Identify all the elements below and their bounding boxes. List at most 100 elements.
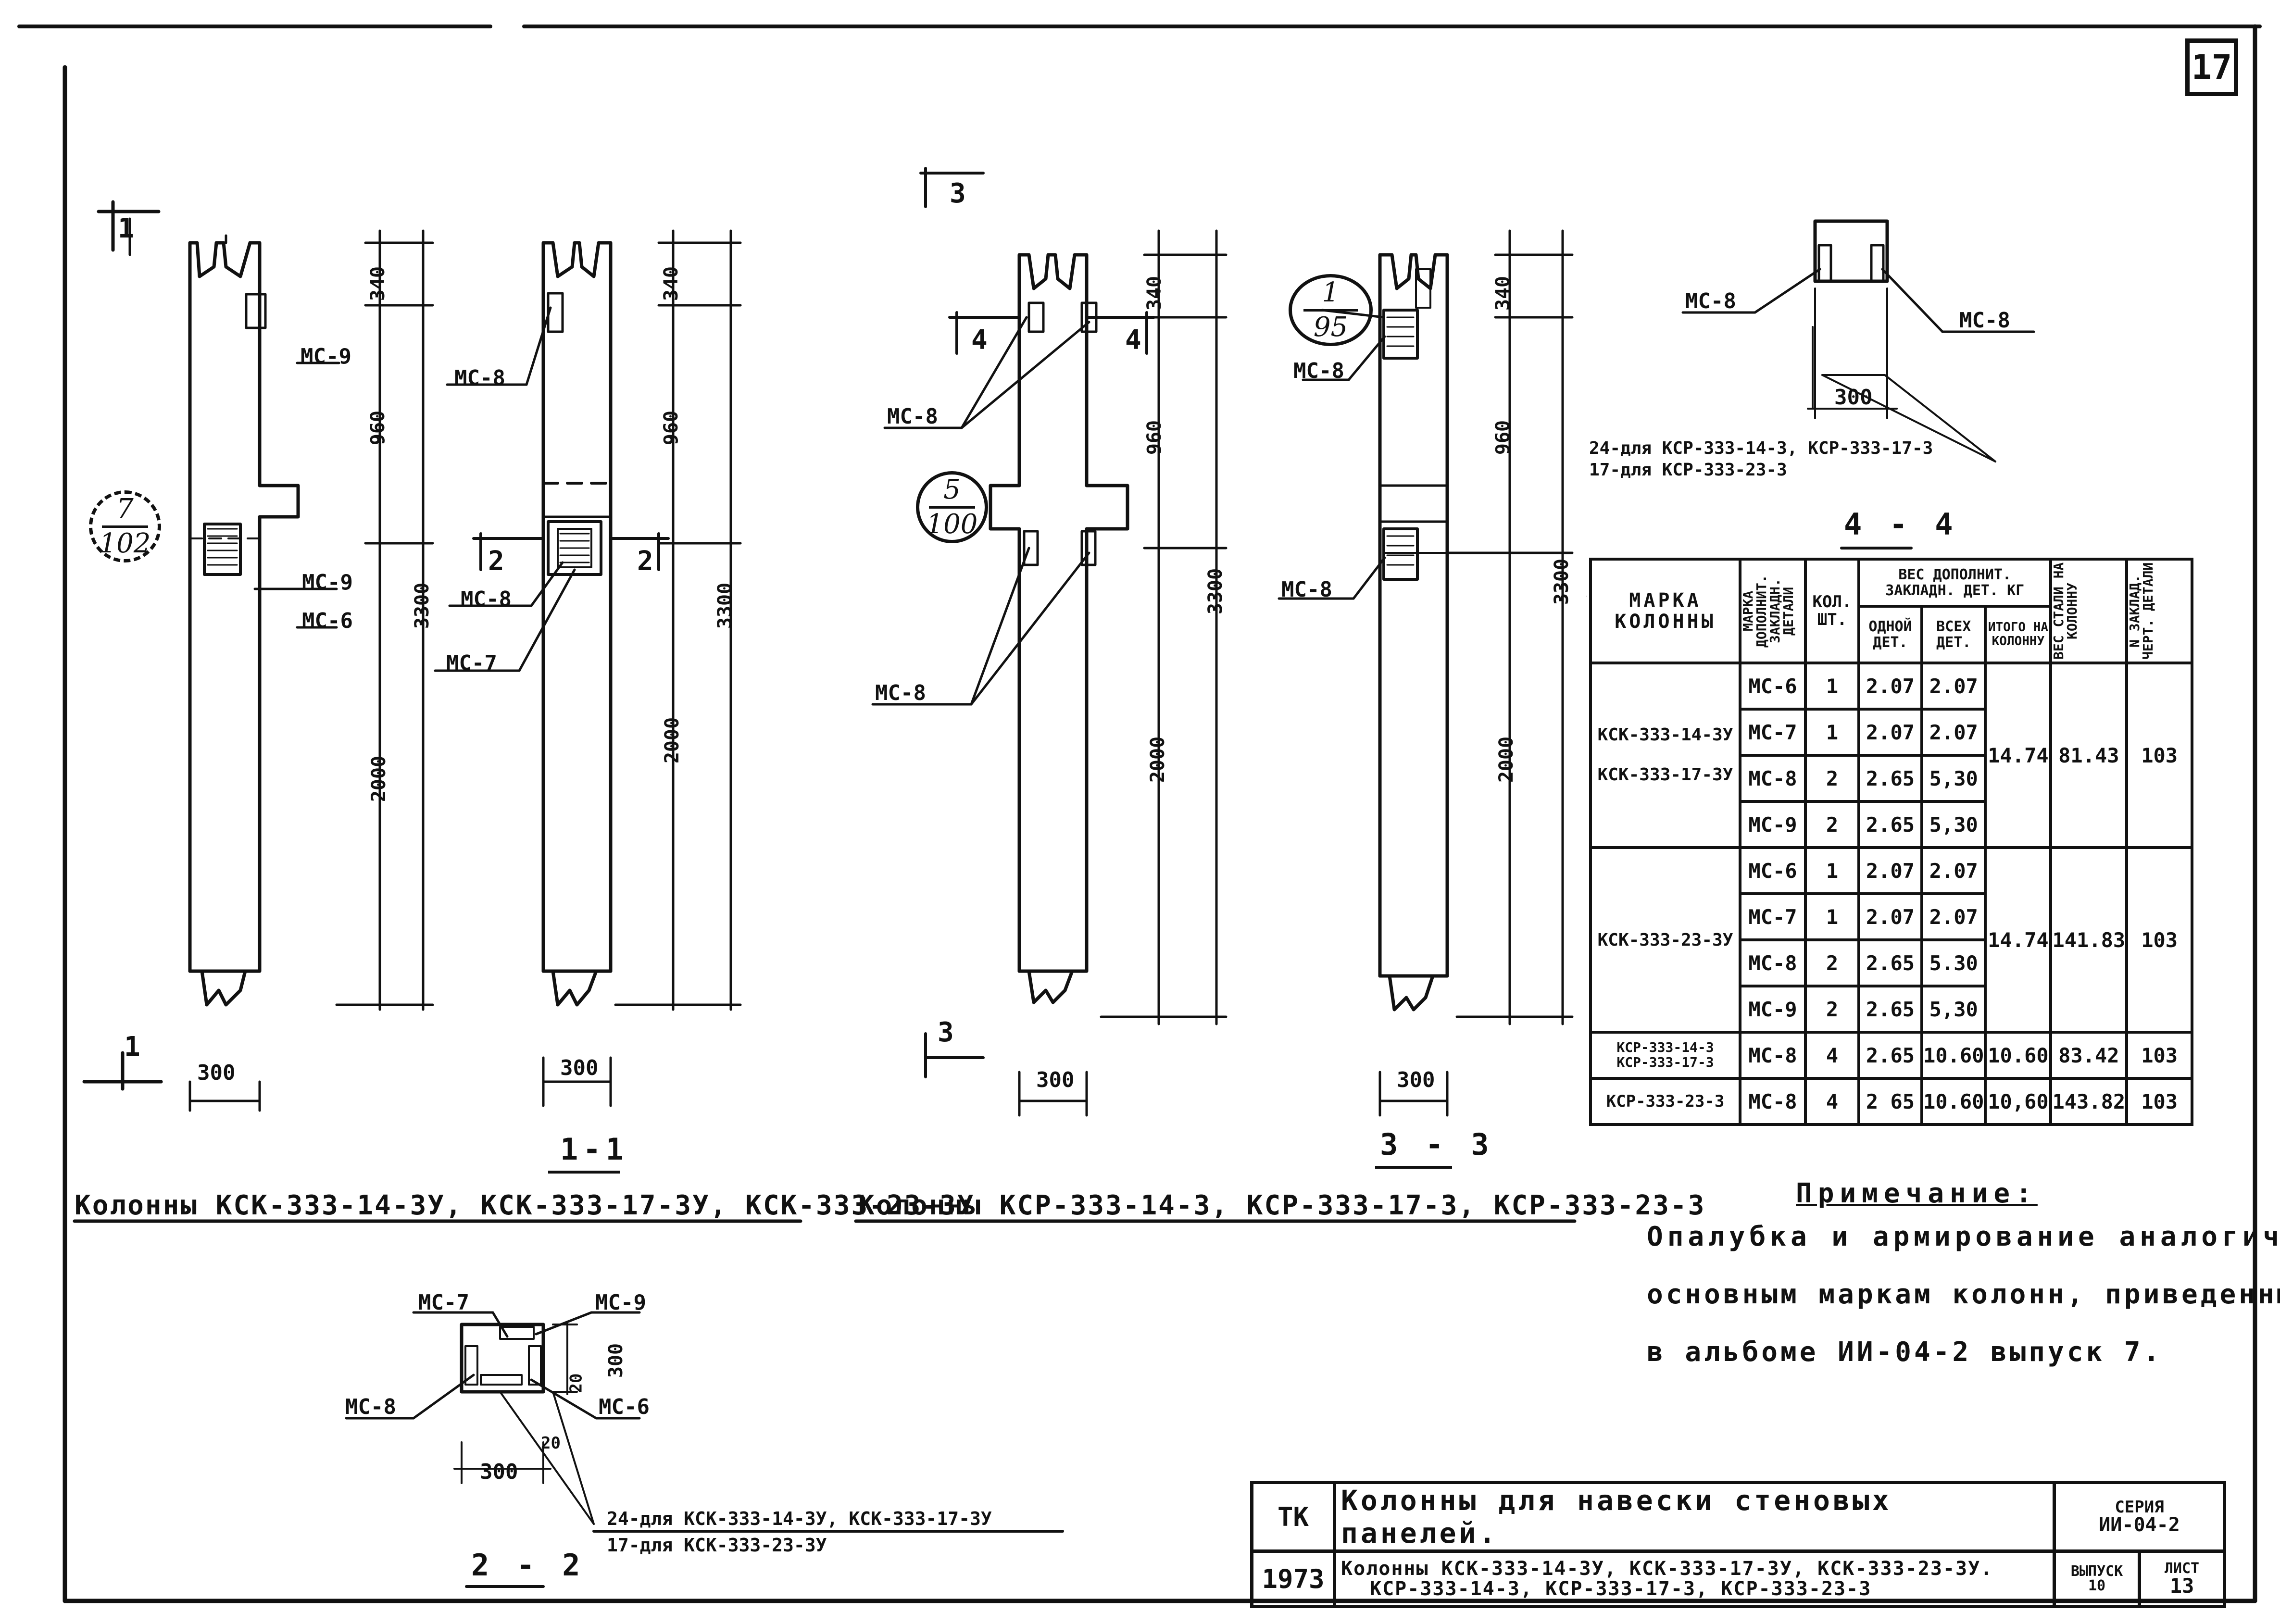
note-4-4-line2: 17-для КСР-333-23-3 [1589,460,1787,480]
note-line-3: в альбоме ИИ-04-2 выпуск 7. [1647,1337,2163,1368]
dim-300-b: 300 [560,1056,599,1080]
dim-3300-d: 3300 [1551,558,1573,605]
header-qty: КОЛ. ШТ. [1804,558,1860,664]
cut-3-bottom-mark: 3 [938,1017,955,1048]
note-2-2-line1: 24-для КСК-333-14-3У, КСК-333-17-3У [607,1508,992,1529]
header-steel-weight: ВЕС СТАЛИ НА КОЛОННУ [2049,558,2129,664]
group1-total: 14.74 [1984,662,2053,849]
callout-7-102: 7 102 [89,490,161,562]
cut-1-top-mark: 1 [118,213,136,244]
header-weight-total: ИТОГО НА КОЛОННУ [1984,604,2053,665]
dim-3300-b: 3300 [714,582,737,629]
label-4-4-mc8-left: МС-8 [1685,289,1736,313]
cut-2-right-mark: 2 [637,546,655,577]
dim-2-2-20-vertical: 20 [566,1373,586,1393]
section-1-1-label: 1-1 [560,1132,628,1167]
cut-2-markers [472,532,670,571]
label-2-2-mc8: МС-8 [345,1395,396,1419]
table-row: КСК-333-23-3У МС-6 1 2.07 2.07 14.74 141… [1589,846,2194,1034]
dim-960-c: 960 [1143,420,1166,455]
left-leaders [253,306,576,672]
dim-2-2-300-horizontal: 300 [480,1460,518,1484]
dim-2-2-20-horizontal: 20 [541,1434,561,1453]
section-3-3-label: 3 - 3 [1380,1127,1494,1162]
section-4-4-label: 4 - 4 [1844,507,1958,542]
note-heading: Примечание: [1796,1178,2038,1209]
group2-marks: КСК-333-23-3У [1589,846,1741,1034]
section-3-3-underline [1375,1166,1452,1169]
dim-340-c: 340 [1143,275,1166,311]
group4-marks: КСР-333-23-3 [1589,1077,1741,1126]
column-ksr-elevation-c [989,253,1129,1004]
dim-960-a: 960 [367,410,389,446]
note-line-1: Опалубка и армирование аналогичны [1647,1221,2280,1252]
callout-1-95: 1 95 [1289,274,1373,346]
group2-total: 14.74 [1984,846,2053,1034]
table-row: КСР-333-23-3 МС-8 4 2 65 10.60 10,60 143… [1589,1077,2194,1126]
section-2-2 [345,1311,1064,1588]
title-block-year: 1973 [1250,1549,1336,1608]
section-4-4 [1681,219,2035,550]
cut-1-markers [82,200,163,1091]
dim-4-4-300: 300 [1834,385,1873,410]
dim-340-b: 340 [660,266,683,301]
label-mc8-a: МС-8 [454,366,505,390]
label-mc8-d2: МС-8 [1281,577,1332,602]
dims-left-b [542,229,742,1107]
header-weight-all: ВСЕХ ДЕТ. [1920,604,1987,665]
label-mc7: МС-7 [446,651,497,675]
header-drawing-no: N ЗАКЛАД. ЧЕРТ. ДЕТАЛИ [2125,558,2194,664]
callout-top: 7 [116,493,134,525]
callout-bottom: 102 [99,527,151,559]
column-ksk-elevation-a [188,234,300,1007]
cut-3-top-mark: 3 [950,178,967,209]
group3-total: 10.60 [1984,1031,2053,1080]
title-block-subtitle: Колонны КСК-333-14-3У, КСК-333-17-3У, КС… [1333,1549,2056,1608]
note-2-2-line2: 17-для КСК-333-23-3У [607,1535,827,1556]
dim-960-d: 960 [1492,420,1515,455]
label-2-2-mc6: МС-6 [599,1395,650,1419]
dim-2000-a: 2000 [368,755,390,802]
dim-300-c: 300 [1036,1068,1075,1092]
middle-leaders [871,316,1090,706]
group4-steel: 143.82 [2049,1077,2129,1126]
dim-2-2-300-vertical: 300 [605,1343,627,1378]
dim-2000-c: 2000 [1147,736,1169,783]
note-4-4-line1: 24-для КСР-333-14-3, КСР-333-17-3 [1589,438,1933,458]
section-2-2-label: 2 - 2 [471,1548,585,1583]
cut-2-left-mark: 2 [488,546,506,577]
dim-340-a: 340 [367,266,389,301]
group4-total: 10,60 [1984,1077,2053,1126]
group3-steel: 83.42 [2049,1031,2129,1080]
callout-bottom: 95 [1313,311,1348,343]
group4-drawing: 103 [2125,1077,2194,1126]
column-ksk-elevation-b [541,241,613,1007]
dims-left-a [188,229,434,1112]
dim-2000-d: 2000 [1495,736,1518,783]
callout-5-100: 5 100 [916,471,988,543]
label-mc8-b: МС-8 [461,587,512,612]
label-2-2-mc7: МС-7 [418,1290,469,1315]
dim-340-d: 340 [1492,275,1515,311]
sheet-number-box: 17 [2185,38,2238,96]
title-block-title: Колонны для навески стеновых панелей. [1333,1481,2056,1553]
header-detail-mark: МАРКА ДОПОЛНИТ. ЗАКЛАДН. ДЕТАЛИ [1739,558,1807,664]
dim-300-d: 300 [1397,1068,1435,1092]
header-weight-one: ОДНОЙ ДЕТ. [1857,604,1923,665]
label-mc8-d1: МС-8 [1293,359,1344,383]
column-ksr-elevation-d [1378,253,1449,1012]
group2-drawing: 103 [2125,846,2194,1034]
